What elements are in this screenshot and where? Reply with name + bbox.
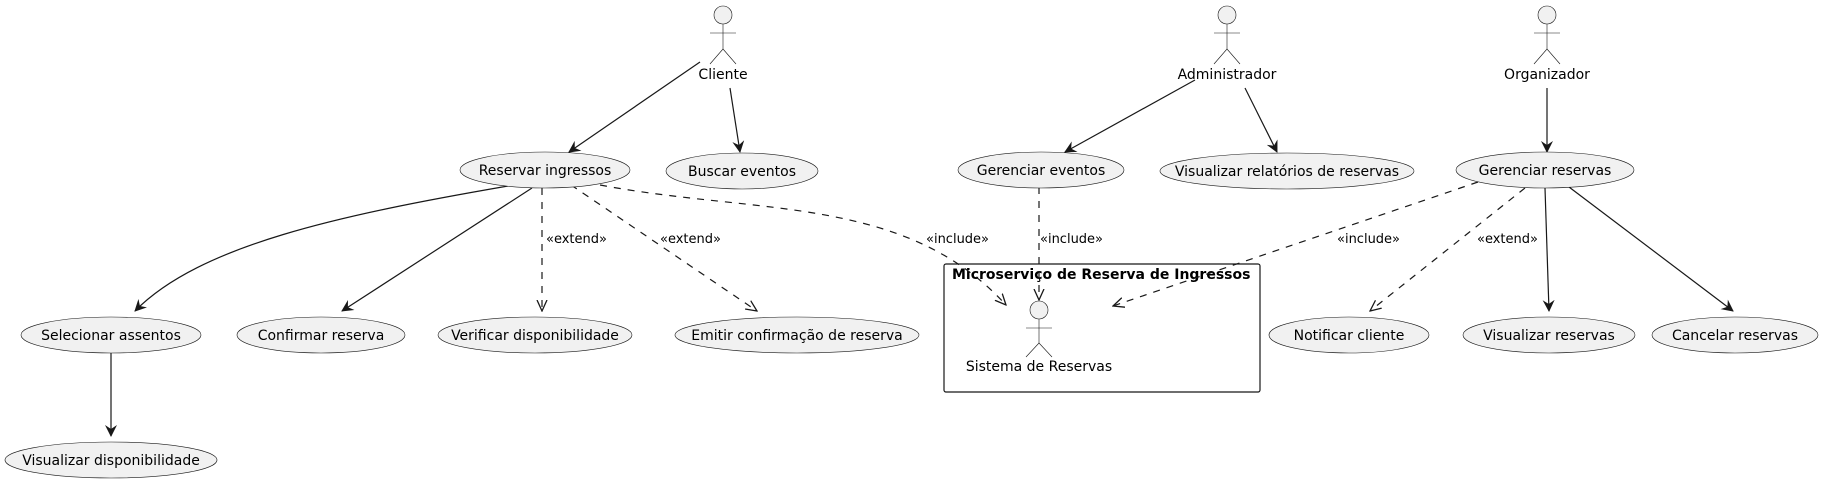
use-case-label: Reservar ingressos (479, 163, 612, 179)
use-case-gerenciar-reservas[interactable]: Gerenciar reservas (1455, 151, 1635, 189)
use-case-label: Cancelar reservas (1672, 328, 1798, 344)
edge-reservar-sistema (599, 184, 1006, 305)
use-case-label: Visualizar disponibilidade (22, 453, 200, 469)
use-case-selecionar-assentos[interactable]: Selecionar assentos (20, 316, 202, 354)
relationships (105, 61, 1734, 437)
stereotype-label: «extend» (546, 232, 607, 247)
system-boundary-title: Microserviço de Reserva de Ingressos (952, 267, 1250, 283)
use-case-label: Notificar cliente (1294, 328, 1405, 344)
edge-reservar-emitir (570, 184, 757, 311)
edge-admin-relatorios (1244, 87, 1278, 153)
edge-cliente-reservar (568, 61, 701, 153)
actor-organizador-label: Organizador (1504, 67, 1590, 83)
actor-sistema-label: Sistema de Reservas (966, 359, 1112, 375)
actor-cliente[interactable]: Cliente (698, 5, 748, 83)
edge-reservar-confirmar (341, 187, 533, 312)
edge-cliente-buscar (729, 87, 745, 153)
use-case-verificar-disponibilidade[interactable]: Verificar disponibilidade (437, 316, 633, 354)
stereotype-label: «include» (1337, 232, 1400, 247)
edge-reservar-assentos (134, 185, 509, 312)
use-case-gerenciar-eventos[interactable]: Gerenciar eventos (957, 151, 1125, 189)
stereotype-label: «include» (926, 232, 989, 247)
actor-sistema-reservas[interactable]: Sistema de Reservas (966, 300, 1112, 375)
use-case-visualizar-relatorios[interactable]: Visualizar relatórios de reservas (1159, 152, 1415, 190)
stereotype-label: «include» (1040, 232, 1103, 247)
use-case-label: Visualizar relatórios de reservas (1175, 164, 1399, 180)
use-case-buscar-eventos[interactable]: Buscar eventos (665, 152, 819, 190)
actor-administrador[interactable]: Administrador (1178, 5, 1277, 83)
use-case-notificar-cliente[interactable]: Notificar cliente (1268, 316, 1430, 354)
system-boundary: Microserviço de Reserva de Ingressos (943, 263, 1261, 393)
use-case-visualizar-reservas[interactable]: Visualizar reservas (1462, 316, 1636, 354)
use-case-label: Confirmar reserva (258, 328, 385, 344)
actor-administrador-label: Administrador (1178, 67, 1277, 83)
actor-organizador[interactable]: Organizador (1504, 5, 1590, 83)
use-case-cancelar-reservas[interactable]: Cancelar reservas (1651, 316, 1819, 354)
use-case-emitir-confirmacao[interactable]: Emitir confirmação de reserva (674, 316, 920, 354)
edge-gerreservas-sistema (1113, 181, 1479, 306)
use-case-label: Verificar disponibilidade (451, 328, 619, 344)
edge-admin-gereventos (1064, 79, 1196, 153)
use-case-label: Buscar eventos (688, 164, 796, 180)
use-case-label: Emitir confirmação de reserva (691, 328, 902, 344)
stereotype-label: «extend» (660, 232, 721, 247)
edge-gerreservas-notificar (1370, 187, 1526, 311)
use-case-label: Gerenciar eventos (977, 163, 1106, 179)
use-case-reservar-ingressos[interactable]: Reservar ingressos (459, 151, 631, 189)
use-case-confirmar-reserva[interactable]: Confirmar reserva (236, 316, 406, 354)
use-case-label: Visualizar reservas (1483, 328, 1615, 344)
edge-gerreservas-visualizar (1542, 187, 1555, 312)
actor-cliente-label: Cliente (698, 67, 747, 83)
edge-gerreservas-cancelar (1568, 186, 1734, 312)
use-case-label: Gerenciar reservas (1479, 163, 1612, 179)
stereotype-label: «extend» (1477, 232, 1538, 247)
use-case-visualizar-disponibilidade[interactable]: Visualizar disponibilidade (4, 441, 218, 479)
use-case-label: Selecionar assentos (41, 328, 181, 344)
